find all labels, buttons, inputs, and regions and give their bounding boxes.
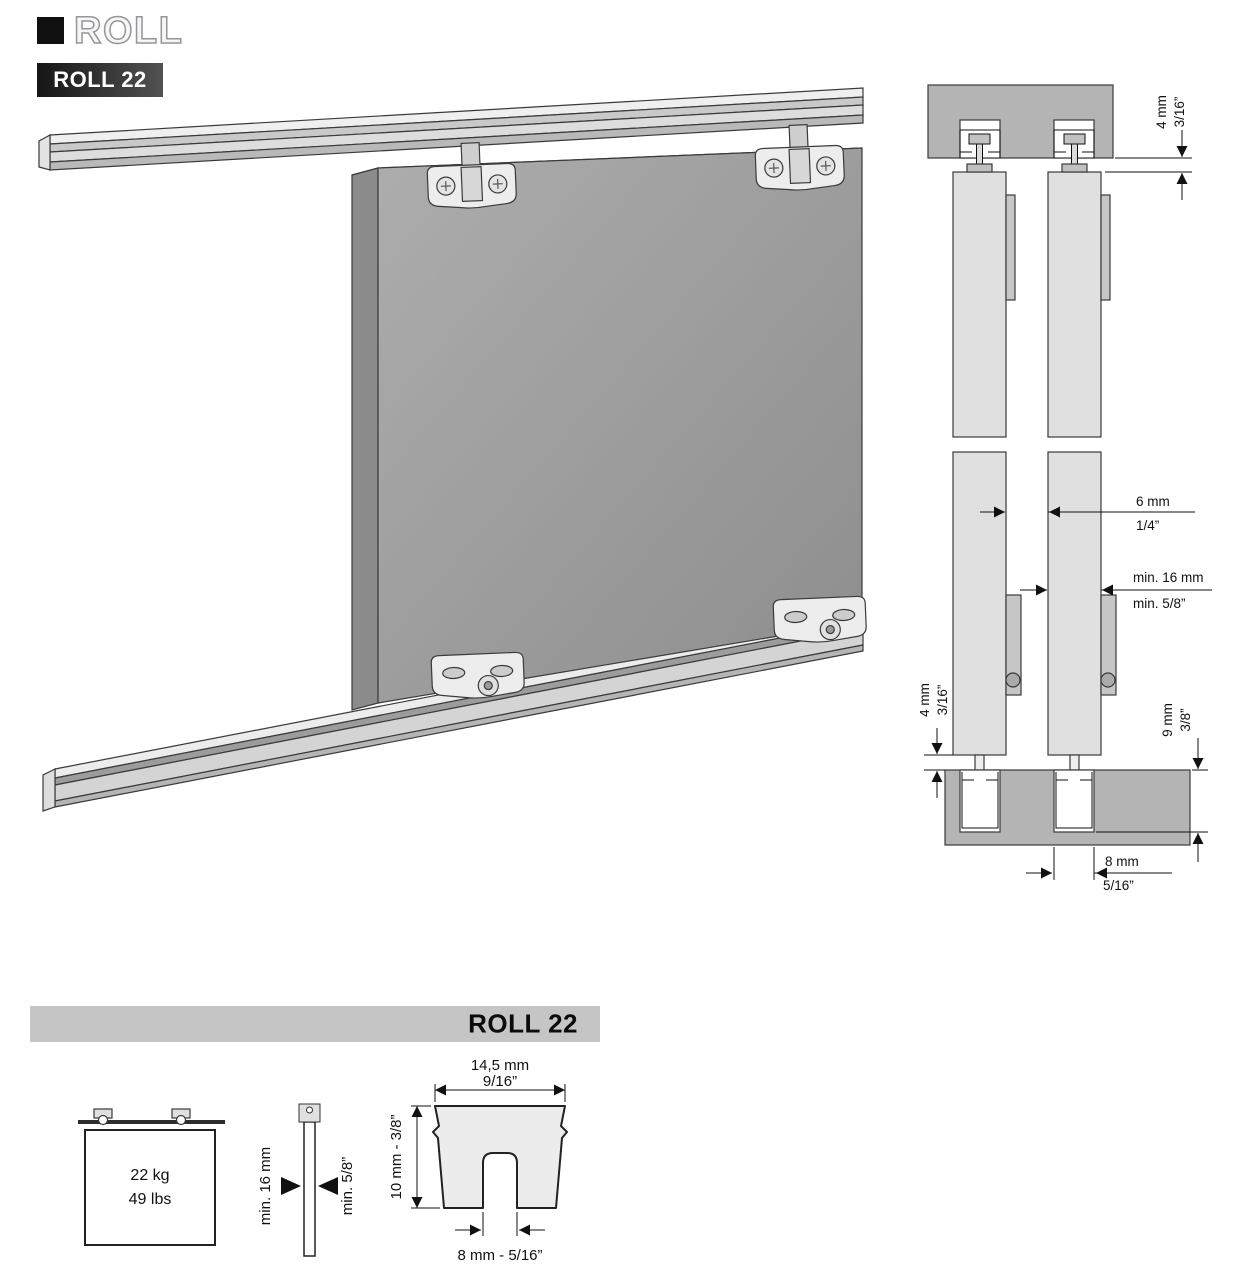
profile-opening: 8 mm - 5/16”	[457, 1247, 542, 1264]
roller-icon	[93, 1108, 113, 1126]
dim-thick-mm: min. 16 mm	[1133, 570, 1204, 585]
channel-cutout	[959, 769, 1001, 833]
dim-bottom-gap-in: 3/16”	[935, 685, 950, 716]
spec-section-title: ROLL 22	[468, 1008, 578, 1039]
arrow-left-icon	[318, 1177, 338, 1195]
bottom-track-profile	[961, 772, 999, 829]
dim-width-in: 5/16”	[1103, 878, 1134, 893]
screw-icon	[306, 1106, 313, 1114]
dim-depth-in: 3/8”	[1178, 708, 1193, 731]
section-bottom-panel	[944, 769, 1191, 846]
profile-width-mm: 14,5 mm	[471, 1057, 529, 1074]
top-track-profile	[959, 129, 1001, 158]
door-left-edge	[351, 167, 379, 711]
screw-icon	[436, 176, 456, 196]
section-door-panels	[952, 163, 1117, 824]
brand-logo-text: ROLL	[73, 9, 184, 53]
profile-width-in: 9/16”	[483, 1073, 517, 1090]
dim-gap-mm: 6 mm	[1136, 494, 1170, 509]
section-top-tracks	[959, 129, 1095, 173]
dim-width-mm: 8 mm	[1105, 854, 1139, 869]
dim-top-gap-in: 3/16”	[1172, 97, 1187, 128]
door-weight-lbs: 49 lbs	[129, 1191, 172, 1208]
door-section-lower	[952, 451, 1007, 756]
dim-thick-in: min. 5/8”	[1133, 596, 1186, 611]
brand-logo-square-icon	[37, 17, 64, 44]
fitting-plate	[772, 595, 867, 643]
hanger-plate	[1061, 163, 1088, 173]
guide-wheel-hub	[825, 624, 835, 635]
door-weight-kg: 22 kg	[130, 1167, 169, 1184]
roller-wheel	[1063, 133, 1086, 145]
slot-hole	[490, 664, 514, 678]
fitting-plate	[430, 651, 525, 699]
bottom-guide-fitting-left	[430, 651, 525, 699]
fitting-center-block	[460, 165, 484, 203]
top-roller-fitting-right	[754, 124, 845, 191]
hanger-plate	[966, 163, 993, 173]
bottom-track-profile	[1055, 772, 1093, 829]
rail-line	[78, 1120, 225, 1124]
dim-gap-in: 1/4”	[1136, 518, 1159, 533]
cross-section-drawing: 4 mm 3/16” 6 mm 1/4” min. 16 mm min. 5/8…	[920, 84, 1212, 893]
door-section-lower	[1047, 451, 1102, 756]
isometric-illustration	[38, 87, 867, 812]
top-rail	[38, 87, 864, 171]
roller-wheel	[968, 133, 991, 145]
section-dimension-lines	[924, 130, 1212, 880]
door-panel-3d	[351, 147, 863, 711]
adjust-wheel	[1100, 672, 1116, 688]
arrow-right-icon	[281, 1177, 301, 1195]
screw-icon	[764, 158, 784, 178]
slot-hole	[832, 608, 856, 622]
door-section-upper	[1047, 171, 1102, 438]
dim-depth-mm: 9 mm	[1160, 703, 1175, 737]
track-profile-outline	[432, 1105, 568, 1209]
spec-section-bar: ROLL 22	[30, 1006, 600, 1042]
panel-min-thickness-mm: min. 16 mm	[257, 1147, 274, 1225]
top-roller-fitting-left	[426, 142, 517, 209]
model-badge: ROLL 22	[37, 63, 163, 97]
panel-min-thickness-in: min. 5/8”	[339, 1157, 356, 1215]
profile-dimension-lines	[411, 1084, 566, 1236]
guide-wheel-hub	[483, 680, 493, 691]
top-rail-end-cap	[38, 133, 51, 171]
bottom-rail-end-cap	[42, 768, 56, 812]
dim-bottom-gap-mm: 4 mm	[920, 683, 932, 717]
door-outline	[84, 1129, 216, 1246]
panel-thickness-diagram: min. 16 mm min. 5/8”	[257, 1103, 356, 1257]
screw-icon	[816, 156, 836, 176]
roller-icon	[171, 1108, 191, 1126]
adjust-wheel	[1005, 672, 1021, 688]
channel-cutout	[1053, 769, 1095, 833]
dim-top-gap-mm: 4 mm	[1154, 95, 1169, 129]
section-bottom-tracks	[961, 772, 1093, 829]
section-top-panel	[927, 84, 1114, 159]
slot-hole	[784, 610, 808, 624]
fitting-tab	[1100, 194, 1111, 301]
panel-edge	[303, 1121, 316, 1257]
fitting-center-block	[788, 147, 812, 185]
screw-icon	[488, 174, 508, 194]
slot-hole	[442, 666, 466, 680]
door-section-upper	[952, 171, 1007, 438]
door-weight-diagram: 22 kg 49 lbs	[78, 1108, 225, 1246]
top-track-profile	[1053, 129, 1095, 158]
bottom-guide-fitting-right	[772, 595, 867, 643]
fitting-tab	[1005, 194, 1016, 301]
spec-diagrams: 22 kg 49 lbs min. 16 mm min. 5/8”	[78, 1057, 568, 1264]
guide-housing	[1005, 594, 1022, 696]
track-profile-diagram: 14,5 mm 9/16” 10 mm - 3/8” 8 mm - 5/16”	[388, 1057, 568, 1264]
profile-height: 10 mm - 3/8”	[388, 1114, 405, 1199]
